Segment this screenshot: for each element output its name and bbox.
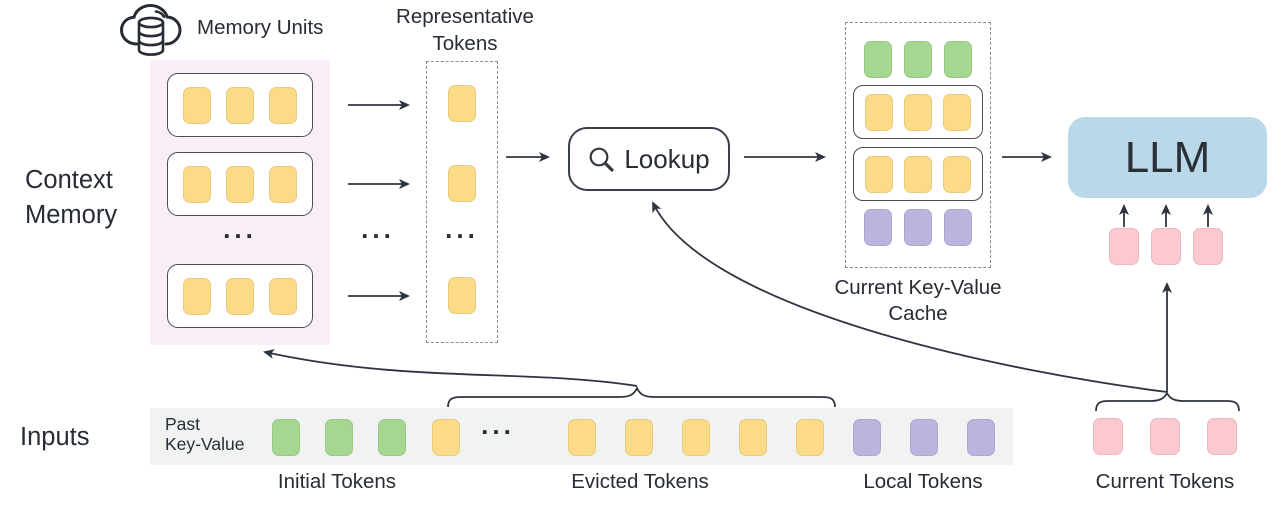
yellow-token — [226, 165, 254, 203]
yellow-token — [568, 419, 596, 456]
evicted-tokens-label: Evicted Tokens — [571, 470, 709, 493]
cache-memory-unit — [853, 85, 983, 139]
mid-ellipsis: ... — [361, 214, 395, 244]
yellow-token — [432, 419, 460, 456]
purple-token — [904, 209, 932, 246]
memory-ellipsis: ... — [223, 214, 257, 244]
yellow-token — [739, 419, 767, 456]
pink-token — [1093, 418, 1123, 455]
pink-token — [1207, 418, 1237, 455]
curve-evicted-to-memory — [263, 349, 638, 387]
green-token — [864, 41, 892, 78]
initial-tokens-label: Initial Tokens — [277, 470, 397, 493]
purple-token — [944, 209, 972, 246]
cache-initial-row — [845, 41, 991, 78]
purple-token — [967, 419, 995, 456]
initial-tokens-group — [272, 419, 406, 456]
yellow-token — [448, 165, 476, 202]
current-tokens-brace — [1095, 390, 1240, 412]
yellow-token — [448, 277, 476, 314]
representative-ellipsis: ... — [445, 214, 479, 244]
yellow-token — [904, 93, 932, 131]
pink-token — [1151, 228, 1181, 265]
representative-token — [448, 277, 476, 314]
yellow-token — [226, 86, 254, 124]
yellow-token — [904, 155, 932, 193]
yellow-token — [226, 277, 254, 315]
representative-token — [448, 165, 476, 202]
yellow-token — [183, 86, 211, 124]
yellow-token — [269, 277, 297, 315]
purple-token — [853, 419, 881, 456]
green-token — [272, 419, 300, 456]
representative-tokens-box — [426, 61, 498, 343]
llm-input-tokens — [1109, 228, 1223, 265]
current-kv-cache-label: Current Key-Value Cache — [834, 276, 1002, 325]
pink-token — [1150, 418, 1180, 455]
green-token — [944, 41, 972, 78]
yellow-token — [269, 86, 297, 124]
yellow-token — [269, 165, 297, 203]
yellow-token — [865, 93, 893, 131]
yellow-token — [183, 165, 211, 203]
pink-token — [1109, 228, 1139, 265]
yellow-token — [183, 277, 211, 315]
context-memory-label: Context Memory — [25, 166, 118, 229]
pink-token — [1193, 228, 1223, 265]
magnifier-icon — [589, 147, 614, 172]
yellow-token — [865, 155, 893, 193]
memory-unit-row — [167, 73, 313, 137]
evicted-tokens-group — [568, 419, 824, 456]
purple-token — [910, 419, 938, 456]
local-tokens-group — [853, 419, 995, 456]
cache-local-row — [845, 209, 991, 246]
cloud-database-icon — [119, 3, 182, 56]
memory-unit-row — [167, 152, 313, 216]
green-token — [904, 41, 932, 78]
evicted-token-first — [432, 419, 460, 456]
yellow-token — [943, 155, 971, 193]
cache-memory-unit — [853, 147, 983, 201]
green-token — [325, 419, 353, 456]
memory-units-label: Memory Units — [197, 16, 324, 39]
current-tokens-group — [1093, 418, 1237, 455]
green-token — [378, 419, 406, 456]
inputs-label: Inputs — [20, 423, 90, 451]
lookup-node: Lookup — [568, 127, 730, 191]
purple-token — [864, 209, 892, 246]
llm-node: LLM — [1068, 117, 1267, 198]
local-tokens-label: Local Tokens — [863, 470, 983, 493]
yellow-token — [796, 419, 824, 456]
representative-tokens-label: Representative Tokens — [396, 5, 534, 55]
yellow-token — [682, 419, 710, 456]
current-tokens-label: Current Tokens — [1095, 470, 1235, 493]
past-key-value-label: Past Key-Value — [165, 414, 245, 454]
yellow-token — [625, 419, 653, 456]
memory-unit-row — [167, 264, 313, 328]
yellow-token — [943, 93, 971, 131]
inputs-ellipsis: ... — [481, 410, 515, 440]
representative-token — [448, 85, 476, 122]
yellow-token — [448, 85, 476, 122]
lookup-label: Lookup — [624, 143, 710, 174]
